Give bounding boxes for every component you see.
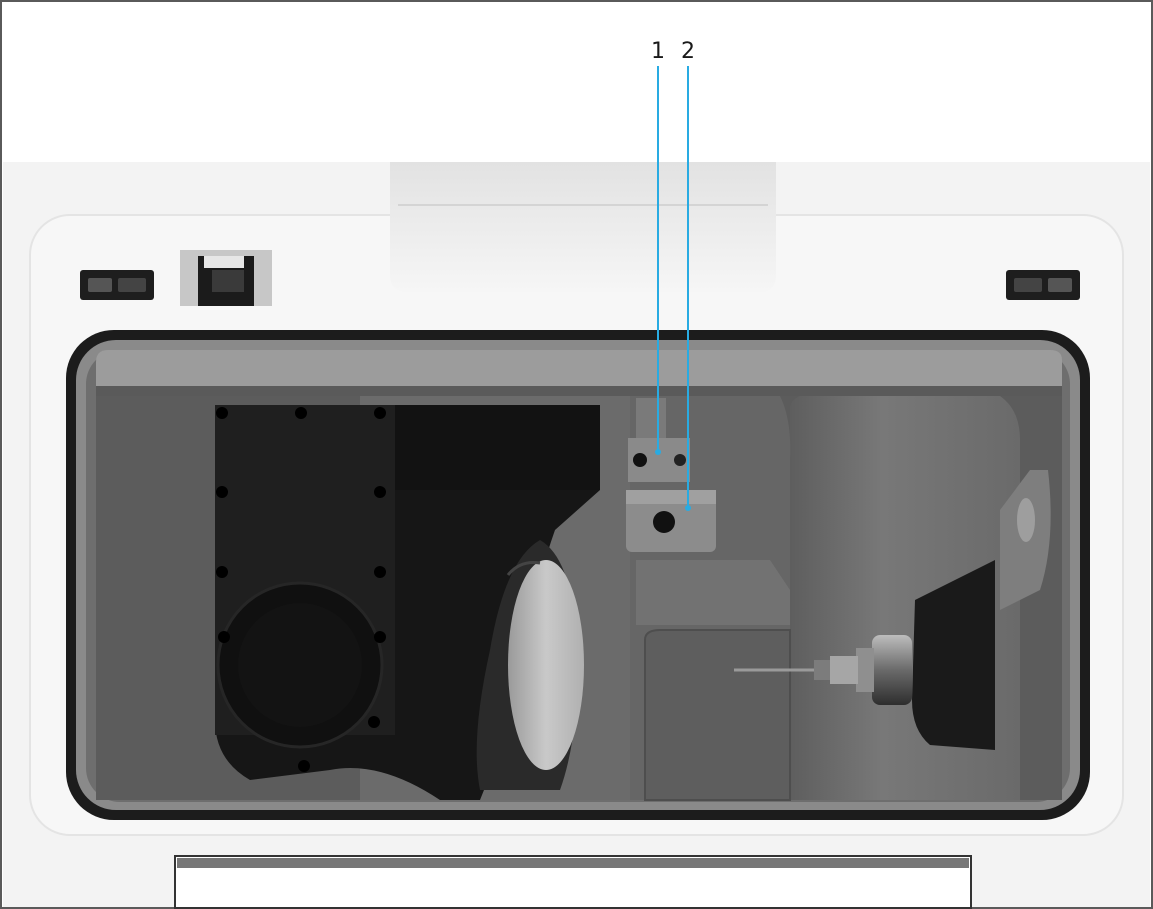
connector-port (180, 250, 272, 306)
bottom-drawer (174, 855, 972, 909)
workpiece-disc (476, 540, 584, 790)
right-latch (1006, 270, 1080, 300)
left-latch (80, 270, 154, 300)
leader-dot-1 (655, 449, 661, 455)
motor-screws (216, 407, 386, 772)
callout-label-1: 1 (651, 39, 665, 64)
callout-label-2: 2 (681, 39, 695, 64)
tool-spindle (734, 470, 1051, 750)
lower-holder-block (626, 490, 716, 552)
leader-dot-2 (685, 505, 691, 511)
top-cover (390, 162, 776, 292)
callout-2: 2 (681, 39, 695, 511)
callout-1: 1 (651, 39, 665, 455)
